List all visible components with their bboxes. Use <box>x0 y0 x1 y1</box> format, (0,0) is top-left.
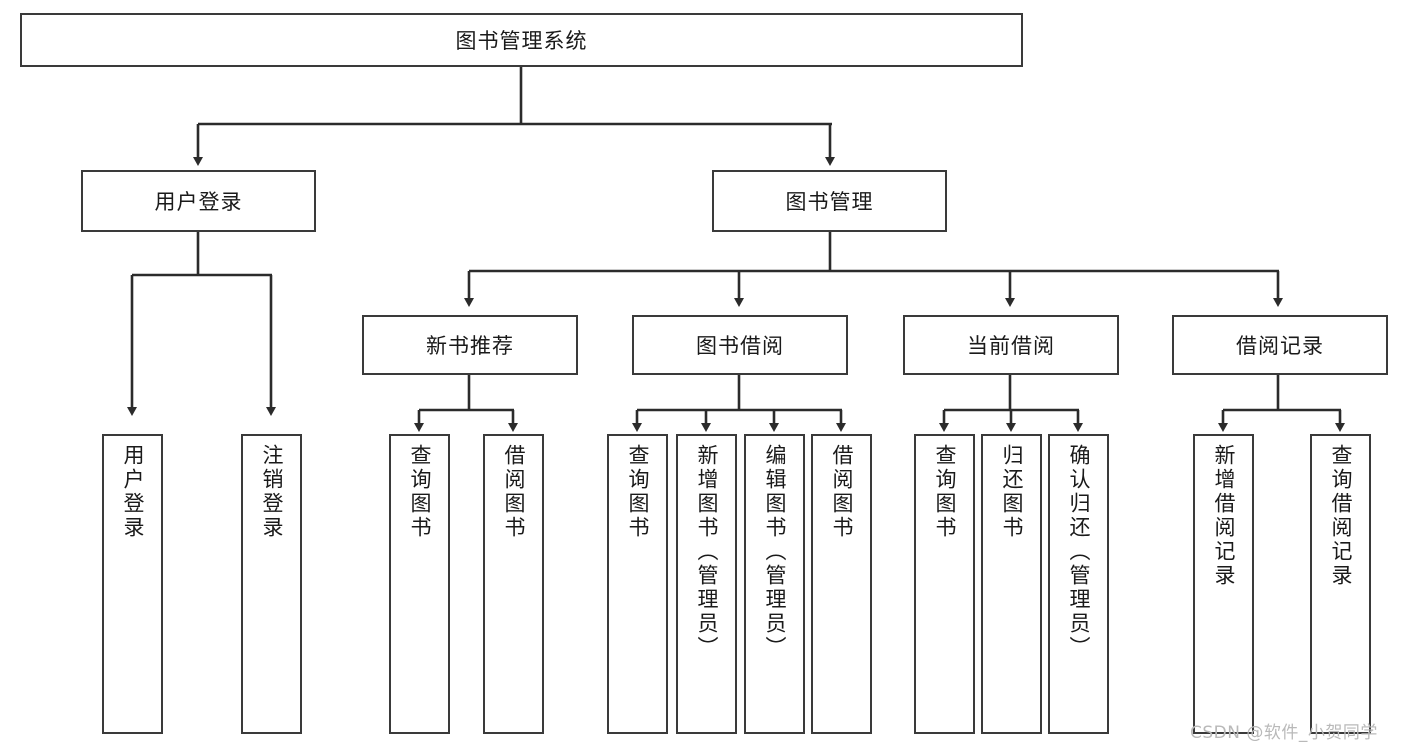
csdn-watermark: CSDN @软件_小贺同学 <box>1190 723 1378 743</box>
leaf-borrow-record-1[interactable]: 新增借阅记录 <box>1193 434 1254 734</box>
leaf-user-login-2[interactable]: 注销登录 <box>241 434 302 734</box>
node-book-manage-label: 图书管理 <box>785 190 874 214</box>
leaf-user-login-1[interactable]: 用户登录 <box>102 434 163 734</box>
leaf-borrow-record-1-label: 新增借阅记录 <box>1212 444 1236 588</box>
leaf-current-borrow-1[interactable]: 查询图书 <box>914 434 975 734</box>
leaf-current-borrow-2[interactable]: 归还图书 <box>981 434 1042 734</box>
node-new-book-recommend-label: 新书推荐 <box>426 334 514 358</box>
leaf-book-borrow-1-label: 查询图书 <box>626 444 650 540</box>
leaf-borrow-record-2-label: 查询借阅记录 <box>1329 444 1353 588</box>
node-current-borrow[interactable]: 当前借阅 <box>903 315 1119 375</box>
leaf-user-login-2-label: 注销登录 <box>260 444 284 540</box>
leaf-current-borrow-3-label: 确认归还（管理员） <box>1067 444 1091 660</box>
node-user-login-label: 用户登录 <box>154 190 243 214</box>
leaf-current-borrow-3[interactable]: 确认归还（管理员） <box>1048 434 1109 734</box>
node-new-book-recommend[interactable]: 新书推荐 <box>362 315 578 375</box>
leaf-new-book-2-label: 借阅图书 <box>502 444 526 540</box>
leaf-new-book-1[interactable]: 查询图书 <box>389 434 450 734</box>
leaf-book-borrow-1[interactable]: 查询图书 <box>607 434 668 734</box>
leaf-user-login-1-label: 用户登录 <box>121 444 145 540</box>
leaf-current-borrow-2-label: 归还图书 <box>1000 444 1024 540</box>
leaf-book-borrow-3[interactable]: 编辑图书（管理员） <box>744 434 805 734</box>
leaf-new-book-1-label: 查询图书 <box>408 444 432 540</box>
node-root[interactable]: 图书管理系统 <box>20 13 1023 67</box>
node-book-borrow[interactable]: 图书借阅 <box>632 315 848 375</box>
leaf-current-borrow-1-label: 查询图书 <box>933 444 957 540</box>
leaf-book-borrow-2-label: 新增图书（管理员） <box>695 444 719 660</box>
node-user-login[interactable]: 用户登录 <box>81 170 316 232</box>
leaf-book-borrow-4[interactable]: 借阅图书 <box>811 434 872 734</box>
node-root-label: 图书管理系统 <box>455 29 588 53</box>
leaf-book-borrow-4-label: 借阅图书 <box>830 444 854 540</box>
leaf-book-borrow-3-label: 编辑图书（管理员） <box>763 444 787 660</box>
leaf-new-book-2[interactable]: 借阅图书 <box>483 434 544 734</box>
leaf-book-borrow-2[interactable]: 新增图书（管理员） <box>676 434 737 734</box>
node-book-manage[interactable]: 图书管理 <box>712 170 947 232</box>
node-current-borrow-label: 当前借阅 <box>967 334 1055 358</box>
node-borrow-record-label: 借阅记录 <box>1236 334 1324 358</box>
leaf-borrow-record-2[interactable]: 查询借阅记录 <box>1310 434 1371 734</box>
node-book-borrow-label: 图书借阅 <box>696 334 784 358</box>
node-borrow-record[interactable]: 借阅记录 <box>1172 315 1388 375</box>
